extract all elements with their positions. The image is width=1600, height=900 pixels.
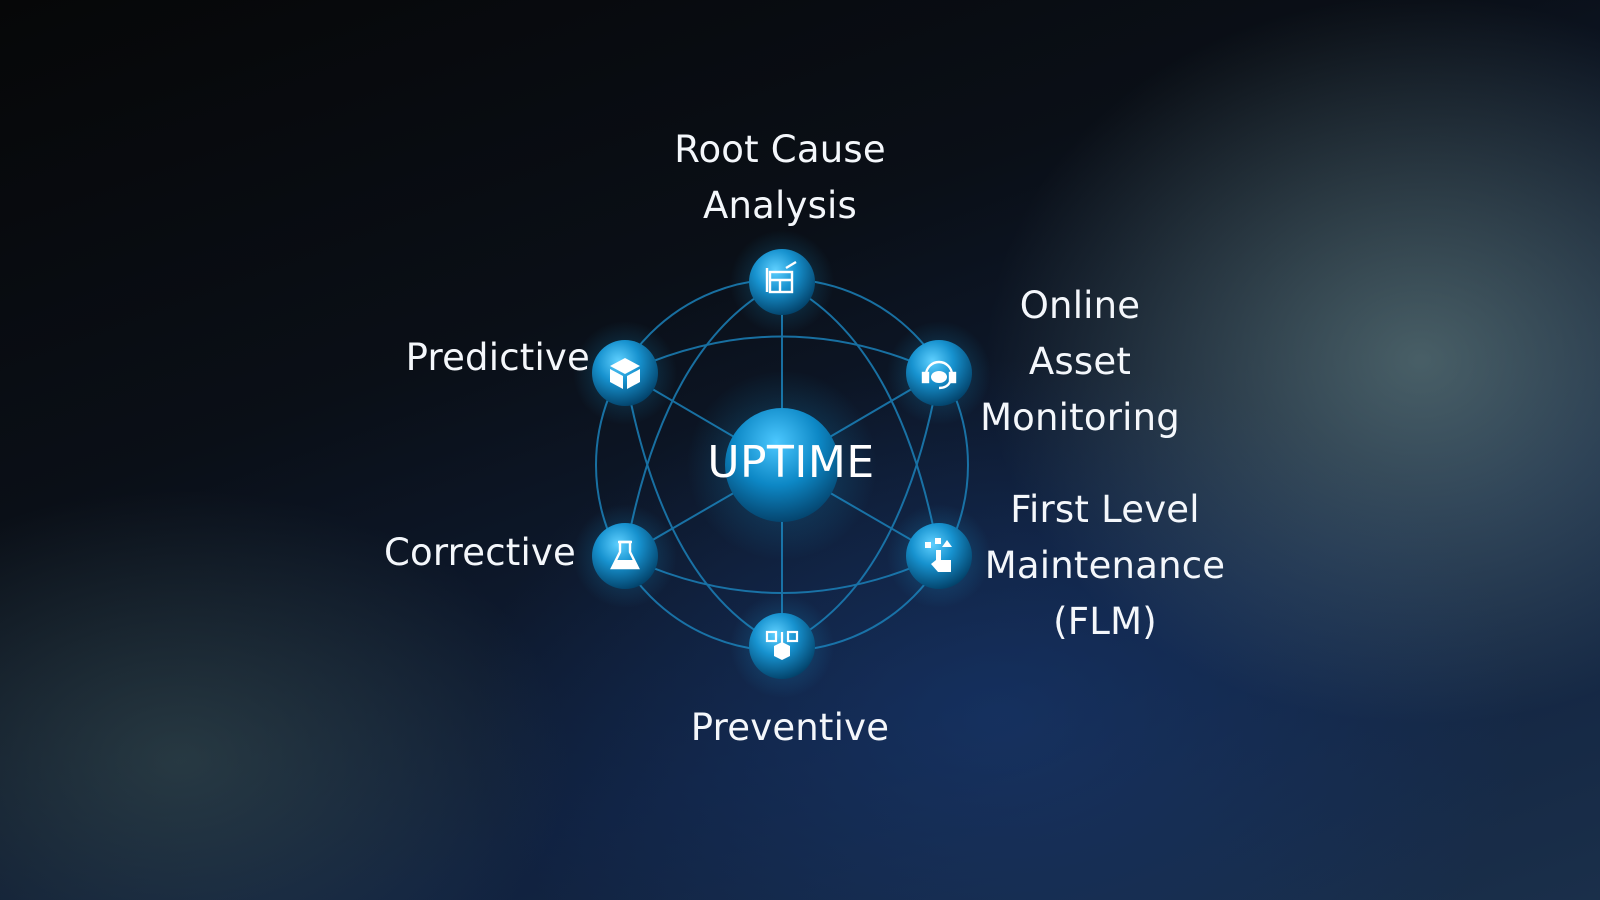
flask-icon	[610, 540, 640, 570]
node-online-asset-monitoring	[887, 321, 991, 425]
label-predictive: Predictive	[405, 336, 590, 379]
label-preventive: Preventive	[690, 706, 890, 749]
headset-chat-icon	[921, 360, 957, 390]
label-first-level-maintenance: First Level Maintenance (FLM)	[984, 488, 1226, 643]
node-predictive	[573, 321, 677, 425]
node-corrective	[573, 504, 677, 608]
network-boxes-icon	[765, 630, 799, 660]
blueprint-icon	[765, 260, 797, 294]
label-corrective: Corrective	[384, 531, 576, 574]
node-first-level-maintenance	[887, 504, 991, 608]
center-node	[725, 408, 839, 522]
label-root-cause: Root Cause Analysis	[674, 128, 886, 227]
center-label: UPTIME	[707, 437, 875, 488]
node-preventive	[730, 594, 834, 698]
hand-touch-icon	[925, 538, 952, 572]
node-root-cause	[730, 230, 834, 334]
box-icon	[610, 358, 640, 389]
label-online-asset-monitoring: Online Asset Monitoring	[980, 284, 1180, 439]
